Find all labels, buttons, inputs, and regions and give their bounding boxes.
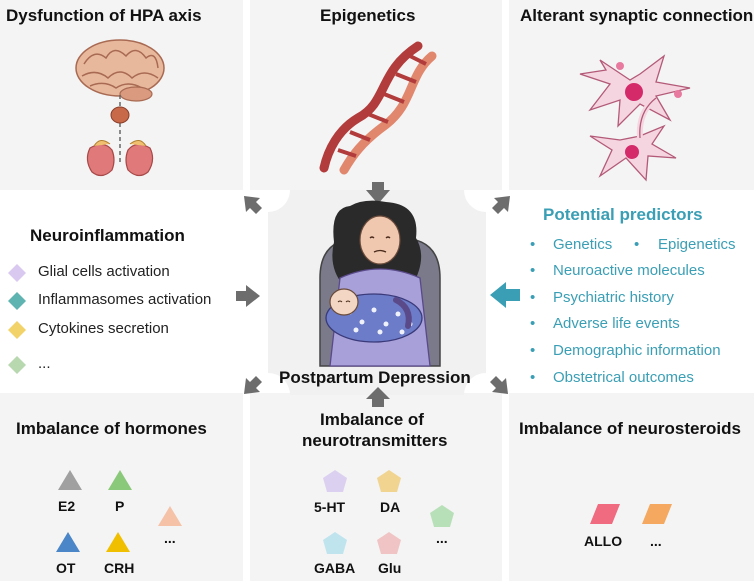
gaba-pentagon-icon [323, 532, 347, 554]
ot-triangle-icon [56, 532, 80, 552]
panel-neurosteroids [509, 393, 754, 581]
nt-label-5ht: 5-HT [314, 499, 346, 515]
hormone-label-p: P [115, 498, 125, 514]
neuron-synapse-icon [579, 54, 691, 182]
synaptic-title: Alterant synaptic connection [520, 6, 754, 25]
inflammasome-diamond-icon [8, 292, 26, 310]
pituitary-icon [110, 106, 130, 124]
p-triangle-icon [108, 470, 132, 490]
predictor-item-demographic: Demographic information [553, 342, 721, 359]
hormone-label-more: ... [164, 530, 176, 546]
other-nt-pentagon-icon [430, 505, 454, 527]
neurotransmitters-title-line2: neurotransmitters [302, 431, 448, 450]
nt-label-gaba: GABA [314, 560, 356, 576]
arrow-from-neuroinflammation [236, 285, 260, 307]
predictor-bullet-3: • [530, 262, 536, 279]
arrow-from-hpa [244, 196, 262, 214]
other-neurosteroid-parallelogram-icon [642, 504, 672, 524]
neurotransmitters-title-line1: Imbalance of [320, 410, 424, 429]
mother-baby-illustration [319, 200, 441, 367]
predictors-title: Potential predictors [543, 205, 703, 224]
predictor-item-adverse: Adverse life events [553, 315, 680, 332]
predictor-item-neuroactive: Neuroactive molecules [553, 262, 705, 279]
hormones-title: Imbalance of hormones [16, 419, 207, 438]
hormone-label-e2: E2 [58, 498, 76, 514]
neurosteroid-label-more: ... [650, 533, 662, 549]
brain-icon [75, 39, 165, 102]
predictor-bullet-6: • [530, 342, 536, 359]
hpa-title: Dysfunction of HPA axis [6, 6, 202, 25]
neuroinflammation-item-2: Inflammasomes activation [38, 291, 212, 308]
neuroinflammation-title: Neuroinflammation [30, 226, 185, 245]
nt-label-more: ... [436, 530, 448, 546]
predictor-bullet-1: • [530, 236, 536, 253]
predictor-item-epigenetics: Epigenetics [658, 236, 736, 253]
hormone-label-ot: OT [56, 560, 76, 576]
cytokine-diamond-icon [8, 321, 26, 339]
panel-neurotransmitters [250, 393, 502, 581]
arrow-from-neurosteroids [490, 376, 508, 394]
crh-triangle-icon [106, 532, 130, 552]
arrow-from-predictors [490, 282, 520, 308]
arrow-from-epigenetics [366, 182, 390, 204]
nt-label-glu: Glu [378, 560, 402, 576]
predictor-bullet-7: • [530, 369, 536, 386]
hormone-label-crh: CRH [104, 560, 135, 576]
neuroinflammation-item-3: Cytokines secretion [38, 320, 169, 337]
neuroinflammation-item-1: Glial cells activation [38, 263, 170, 280]
glial-diamond-icon [8, 264, 26, 282]
epigenetics-title: Epigenetics [320, 6, 416, 25]
neurosteroid-label-allo: ALLO [584, 533, 623, 549]
adrenal-kidney-icon [86, 140, 154, 177]
dna-icon [319, 41, 437, 175]
e2-triangle-icon [58, 470, 82, 490]
neurosteroids-title: Imbalance of neurosteroids [519, 419, 741, 438]
allo-parallelogram-icon [590, 504, 620, 524]
arrow-from-hormones [244, 376, 262, 394]
predictor-item-genetics: Genetics [553, 236, 613, 253]
glu-pentagon-icon [377, 532, 401, 554]
nt-label-da: DA [380, 499, 401, 515]
predictor-bullet-4: • [530, 289, 536, 306]
da-pentagon-icon [377, 470, 401, 492]
neuroinflammation-item-4: ... [38, 355, 51, 372]
arrow-from-synaptic [492, 196, 510, 214]
hpa-dashed-line [119, 95, 121, 165]
arrow-from-neurotransmitters [366, 387, 390, 407]
other-diamond-icon [8, 356, 26, 374]
predictor-bullet-5: • [530, 315, 536, 332]
center-label: Postpartum Depression [279, 368, 471, 387]
predictor-item-obstetrical: Obstetrical outcomes [553, 369, 694, 386]
predictor-item-psychiatric: Psychiatric history [553, 289, 674, 306]
predictor-bullet-2: • [634, 236, 640, 253]
5ht-pentagon-icon [323, 470, 347, 492]
other-hormone-triangle-icon [158, 506, 182, 526]
